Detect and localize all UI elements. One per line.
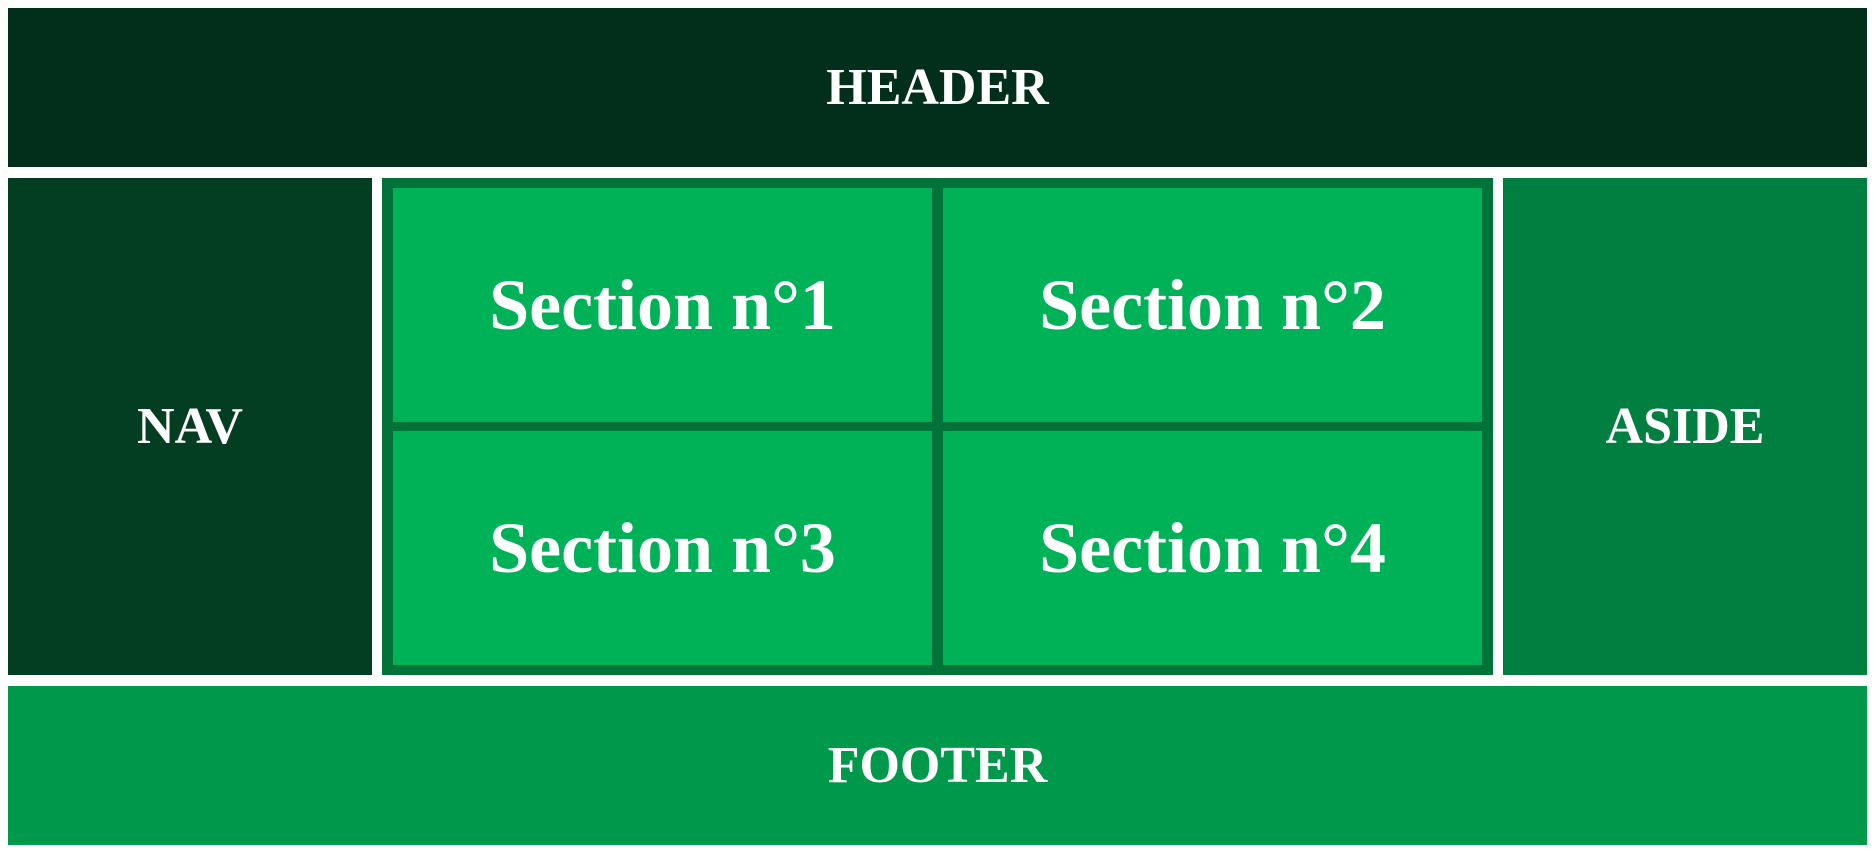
aside-label: ASIDE xyxy=(1605,398,1765,455)
footer-label: FOOTER xyxy=(827,737,1048,794)
header-block: HEADER xyxy=(8,8,1867,167)
header-label: HEADER xyxy=(826,59,1049,116)
main-block: Section n°1 Section n°2 Section n°3 Sect… xyxy=(382,178,1493,675)
nav-block: NAV xyxy=(8,178,372,675)
section-4: Section n°4 xyxy=(943,431,1482,665)
section-3-label: Section n°3 xyxy=(489,507,836,588)
section-2: Section n°2 xyxy=(943,188,1482,422)
section-4-label: Section n°4 xyxy=(1039,507,1386,588)
section-3: Section n°3 xyxy=(393,431,932,665)
nav-label: NAV xyxy=(137,398,243,455)
aside-block: ASIDE xyxy=(1503,178,1867,675)
section-1-label: Section n°1 xyxy=(489,264,836,345)
section-1: Section n°1 xyxy=(393,188,932,422)
footer-block: FOOTER xyxy=(8,686,1867,845)
section-2-label: Section n°2 xyxy=(1039,264,1386,345)
